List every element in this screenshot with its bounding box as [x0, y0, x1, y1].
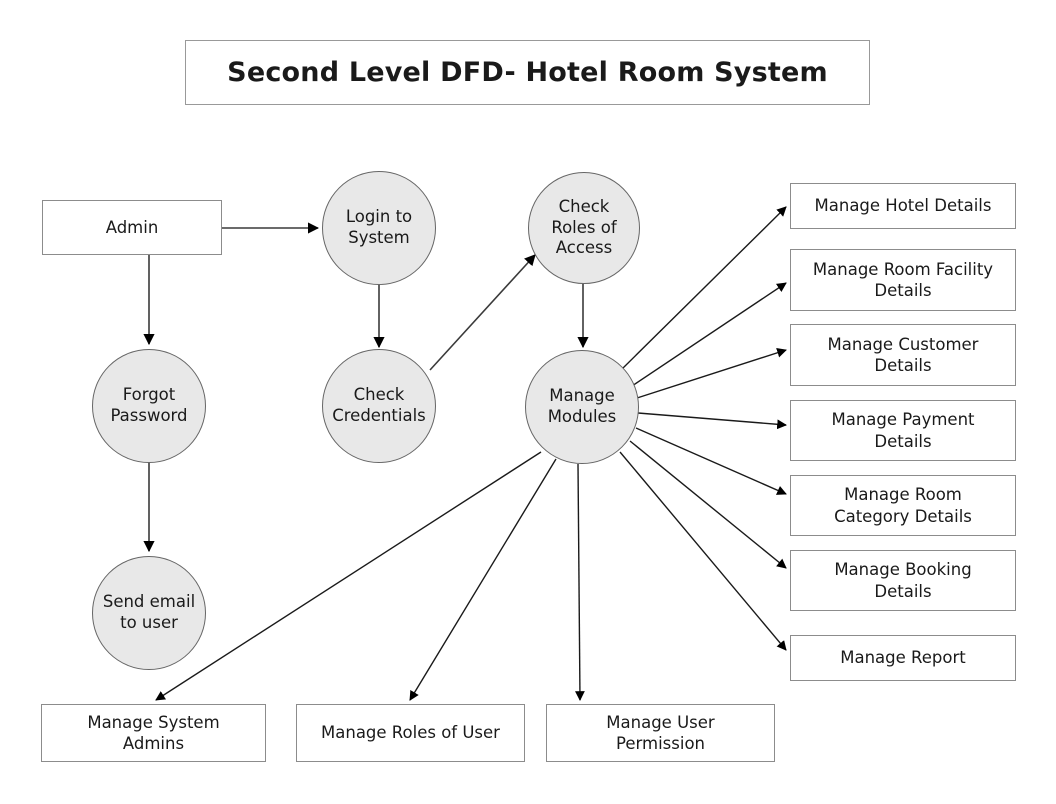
process-forgot-password[interactable]: Forgot Password — [92, 349, 206, 463]
entity-manage-user-permission-label: Manage User Permission — [606, 712, 715, 753]
entity-manage-hotel-details-label: Manage Hotel Details — [814, 196, 992, 216]
entity-admin[interactable]: Admin — [42, 200, 222, 255]
entity-manage-room-facility-details-label: Manage Room Facility Details — [812, 259, 994, 300]
entity-manage-room-category-details-label: Manage Room Category Details — [834, 485, 972, 526]
entity-manage-room-facility-details[interactable]: Manage Room Facility Details — [790, 249, 1016, 311]
diagram-title: Second Level DFD- Hotel Room System — [227, 57, 828, 88]
entity-manage-room-category-details[interactable]: Manage Room Category Details — [790, 475, 1016, 536]
entity-manage-roles-of-user[interactable]: Manage Roles of User — [296, 704, 525, 762]
edge-manage-modules-to-user-permission — [575, 463, 585, 701]
entity-manage-payment-details[interactable]: Manage Payment Details — [790, 400, 1016, 461]
edge-manage-modules-to-customer-details — [636, 348, 787, 399]
entity-manage-roles-of-user-label: Manage Roles of User — [321, 723, 500, 743]
entity-manage-system-admins[interactable]: Manage System Admins — [41, 704, 266, 762]
process-check-credentials-label: Check Credentials — [332, 385, 426, 425]
diagram-title-box: Second Level DFD- Hotel Room System — [185, 40, 870, 105]
entity-manage-report-label: Manage Report — [840, 648, 966, 668]
edge-check-credentials-to-check-roles — [429, 254, 536, 371]
process-send-email-to-user-label: Send email to user — [102, 592, 196, 632]
process-check-roles-of-access-label: Check Roles of Access — [551, 197, 617, 258]
entity-manage-booking-details-label: Manage Booking Details — [834, 560, 972, 601]
process-check-credentials[interactable]: Check Credentials — [322, 349, 436, 463]
edge-manage-modules-to-room-category — [635, 427, 787, 495]
edge-manage-modules-to-roles-of-user — [409, 458, 557, 701]
entity-manage-booking-details[interactable]: Manage Booking Details — [790, 550, 1016, 611]
entity-manage-payment-details-label: Manage Payment Details — [831, 410, 975, 451]
process-login-to-system[interactable]: Login to System — [322, 171, 436, 285]
process-login-to-system-label: Login to System — [345, 207, 413, 247]
entity-manage-hotel-details[interactable]: Manage Hotel Details — [790, 183, 1016, 229]
entity-manage-system-admins-label: Manage System Admins — [87, 712, 220, 753]
process-send-email-to-user[interactable]: Send email to user — [92, 556, 206, 670]
process-forgot-password-label: Forgot Password — [110, 385, 188, 425]
process-manage-modules-label: Manage Modules — [547, 386, 617, 426]
edge-manage-modules-to-report — [619, 451, 787, 651]
edge-manage-modules-to-hotel-details — [620, 206, 787, 371]
edge-manage-modules-to-payment-details — [637, 412, 787, 430]
entity-manage-user-permission[interactable]: Manage User Permission — [546, 704, 775, 762]
process-manage-modules[interactable]: Manage Modules — [525, 350, 639, 464]
edge-manage-modules-to-booking-details — [629, 440, 787, 569]
entity-manage-customer-details-label: Manage Customer Details — [827, 334, 979, 375]
process-check-roles-of-access[interactable]: Check Roles of Access — [528, 172, 640, 284]
edge-manage-modules-to-room-facility — [631, 282, 787, 387]
entity-manage-customer-details[interactable]: Manage Customer Details — [790, 324, 1016, 386]
entity-admin-label: Admin — [105, 217, 159, 237]
entity-manage-report[interactable]: Manage Report — [790, 635, 1016, 681]
edge-manage-modules-to-system-admins — [155, 451, 542, 701]
